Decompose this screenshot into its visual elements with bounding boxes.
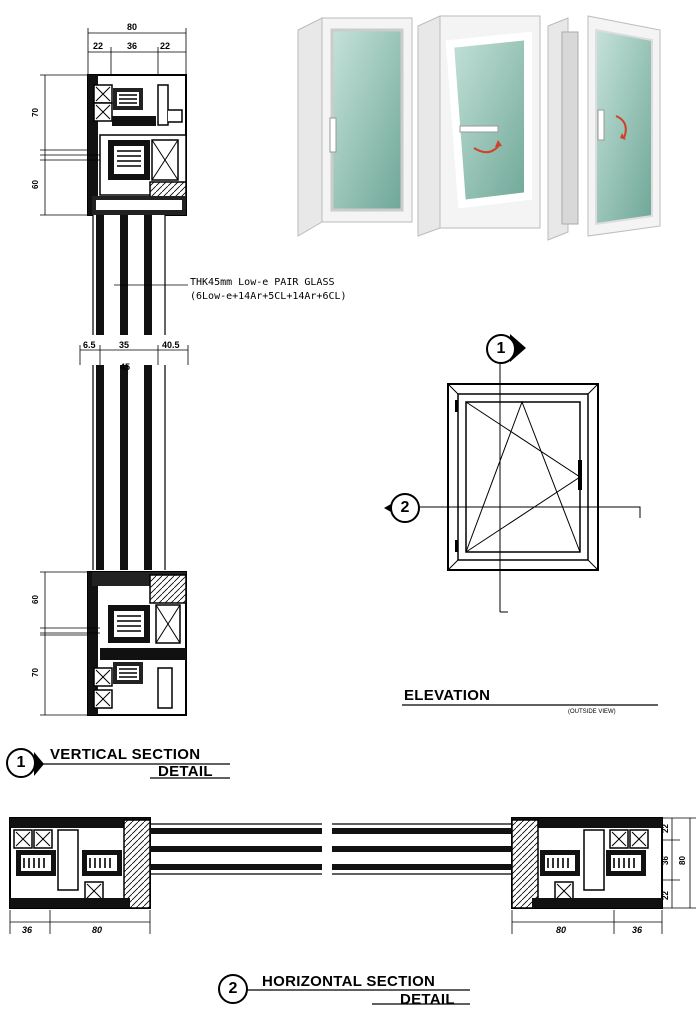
dim-h-side-c: 22 [660,891,670,900]
dim-total-width: 80 [127,22,138,32]
dim-h-right-b: 36 [632,925,643,935]
elevation-subtitle: (OUTSIDE VIEW) [568,709,616,715]
dim-mid-width: 36 [127,41,138,51]
horizontal-glass-left [150,823,322,875]
dim-right-width: 22 [160,41,171,51]
dim-glass-left: 6.5 [83,340,96,350]
horizontal-section-detail: DETAIL [400,991,455,1008]
dim-glass-right: 40.5 [162,340,180,350]
elevation-title: ELEVATION [404,687,491,704]
dim-h-side-total: 80 [677,856,687,865]
horizontal-section-title: HORIZONTAL SECTION [262,973,436,990]
dim-sill-sash-height: 60 [30,595,40,604]
dim-h-left-a: 36 [22,925,33,935]
dim-frame-height: 70 [30,108,40,117]
elevation-marker-1: 1 [486,334,516,364]
window-photo-closed [297,17,413,237]
elevation-marker-2: 2 [390,493,420,523]
vertical-title-underline [38,763,230,779]
glass-note-line2: (6Low-e+14Ar+5CL+14Ar+6CL) [190,291,347,302]
horizontal-title-underline [236,989,470,1005]
section-marker-2: 2 [218,974,248,1004]
section-marker-1: 1 [6,748,36,778]
vertical-section-top [40,28,188,335]
dim-sill-frame-height: 70 [30,668,40,677]
horizontal-section-left [9,817,151,909]
vertical-section-title: VERTICAL SECTION [50,746,201,763]
horizontal-glass-right [332,823,512,875]
vertical-section-bottom [40,345,189,716]
window-photo-turn [547,15,661,241]
dim-glass-mid: 35 [119,340,130,350]
elevation-drawing [384,334,641,613]
dim-h-right-a: 80 [556,925,567,935]
dim-left-width: 22 [93,41,104,51]
dim-h-side-a: 22 [660,824,670,833]
vertical-section-detail: DETAIL [158,763,213,780]
dim-sash-height: 60 [30,180,40,189]
dim-h-left-b: 80 [92,925,103,935]
dim-glass-inner: 45 [120,362,131,372]
dim-h-side-b: 36 [660,856,670,865]
glass-note-line1: THK45mm Low-e PAIR GLASS [190,277,335,288]
horizontal-section-right [511,817,663,909]
window-photo-tilt [417,15,541,237]
